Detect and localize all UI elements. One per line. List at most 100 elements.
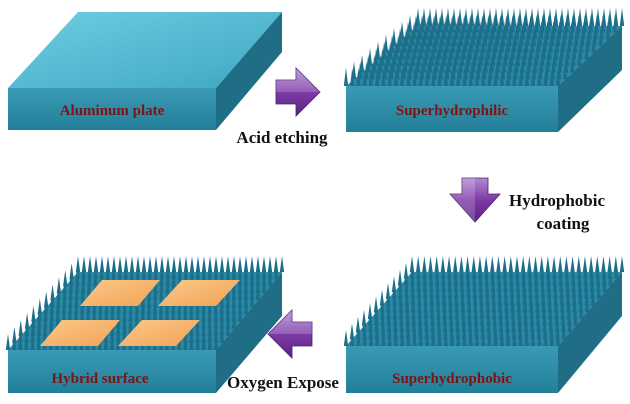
spike bbox=[386, 289, 391, 306]
spike bbox=[24, 326, 29, 343]
spike bbox=[576, 256, 581, 272]
spike bbox=[484, 282, 490, 299]
arrow-right-icon bbox=[275, 67, 321, 117]
spike bbox=[573, 309, 578, 326]
spike bbox=[541, 303, 547, 320]
spike bbox=[74, 291, 79, 308]
spike bbox=[380, 316, 386, 333]
spike bbox=[559, 289, 565, 306]
spike bbox=[455, 323, 461, 340]
spike bbox=[373, 296, 379, 313]
spike bbox=[380, 296, 385, 313]
spike bbox=[18, 326, 23, 343]
spike bbox=[453, 256, 458, 272]
spike bbox=[279, 256, 285, 272]
spike bbox=[460, 289, 465, 306]
spike bbox=[93, 263, 98, 280]
spike bbox=[601, 262, 607, 279]
spike bbox=[612, 14, 618, 33]
spike bbox=[493, 68, 498, 86]
spike bbox=[55, 305, 60, 322]
spike bbox=[465, 262, 471, 279]
spike bbox=[595, 269, 601, 286]
spike bbox=[473, 303, 478, 320]
spike bbox=[98, 305, 103, 322]
spike bbox=[453, 282, 459, 299]
spike bbox=[528, 282, 533, 299]
hybrid-plate-side bbox=[216, 272, 282, 393]
spike bbox=[171, 256, 177, 272]
spike bbox=[467, 309, 472, 326]
spike bbox=[492, 309, 497, 326]
spike bbox=[68, 277, 74, 294]
spike bbox=[478, 269, 483, 286]
spike bbox=[255, 284, 261, 301]
spike bbox=[105, 263, 110, 280]
spike bbox=[350, 330, 355, 346]
spike bbox=[535, 309, 541, 326]
spike bbox=[497, 276, 502, 293]
spike bbox=[111, 256, 117, 272]
spike bbox=[443, 330, 448, 346]
spike bbox=[42, 319, 48, 336]
spike bbox=[502, 269, 508, 286]
spike bbox=[86, 277, 92, 294]
spike bbox=[523, 309, 528, 326]
spike bbox=[141, 256, 147, 272]
spike bbox=[533, 262, 539, 279]
spike bbox=[81, 270, 86, 287]
spike bbox=[24, 334, 29, 350]
spike bbox=[529, 303, 534, 320]
spike bbox=[391, 276, 397, 293]
spike bbox=[399, 330, 405, 346]
hybrid-plate-front bbox=[8, 350, 216, 393]
spike bbox=[207, 334, 213, 350]
spike bbox=[69, 270, 74, 287]
spike bbox=[380, 323, 386, 340]
spike bbox=[448, 289, 453, 306]
spike bbox=[367, 303, 373, 320]
spike bbox=[30, 312, 36, 329]
spike bbox=[30, 319, 36, 336]
spike bbox=[521, 269, 526, 286]
spike bbox=[37, 305, 42, 322]
spike bbox=[81, 263, 86, 280]
spike bbox=[36, 334, 41, 350]
spike bbox=[533, 269, 539, 286]
oxygen-expose-label: Oxygen Expose bbox=[227, 373, 339, 392]
spike bbox=[122, 298, 127, 315]
spike bbox=[418, 323, 423, 340]
spike bbox=[461, 323, 467, 340]
spike bbox=[454, 289, 459, 306]
spike bbox=[512, 68, 517, 86]
spike bbox=[105, 256, 111, 272]
spike bbox=[540, 282, 546, 299]
spike bbox=[552, 262, 557, 279]
spike bbox=[491, 282, 496, 299]
spike bbox=[503, 282, 508, 299]
spike bbox=[564, 269, 570, 286]
spike bbox=[589, 269, 595, 286]
spike bbox=[490, 262, 495, 279]
spike bbox=[43, 291, 49, 308]
spike bbox=[24, 312, 30, 329]
spike bbox=[111, 263, 116, 280]
spike bbox=[534, 289, 540, 306]
spike bbox=[423, 303, 429, 320]
spike bbox=[437, 330, 442, 346]
spike bbox=[110, 305, 115, 322]
spike bbox=[410, 289, 416, 306]
spike bbox=[579, 303, 584, 320]
spike bbox=[459, 256, 464, 272]
spike bbox=[503, 289, 509, 306]
spike bbox=[570, 256, 575, 272]
spike bbox=[403, 262, 409, 279]
spike bbox=[399, 316, 404, 333]
spike bbox=[467, 303, 472, 320]
spike bbox=[99, 256, 105, 272]
spike bbox=[583, 262, 588, 279]
spike bbox=[415, 256, 421, 272]
hybrid-surface-label: Hybrid surface bbox=[51, 371, 148, 387]
spike bbox=[159, 263, 164, 280]
spike bbox=[496, 262, 501, 279]
